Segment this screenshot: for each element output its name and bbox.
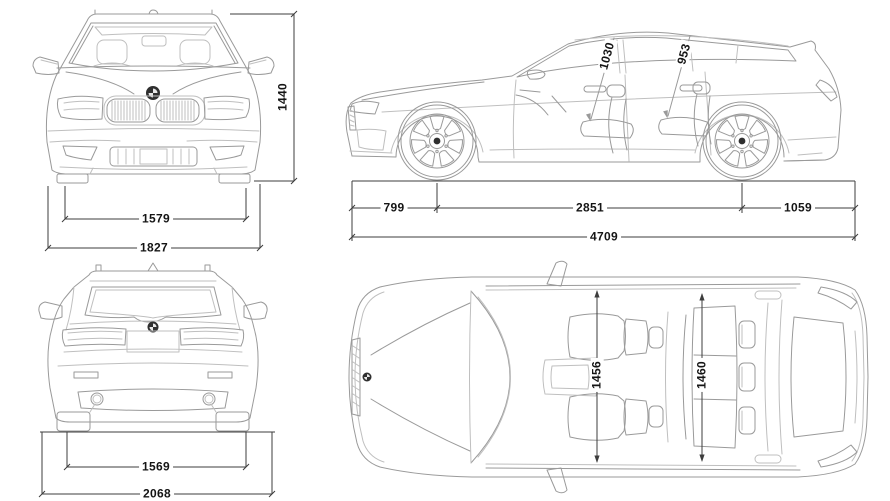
rear-door-handle <box>679 84 703 92</box>
dim-label-wheelbase: 2851 <box>573 202 607 215</box>
left-mirror <box>32 56 60 75</box>
antenna-fin <box>95 262 211 272</box>
dim-label-rear-overhang: 1059 <box>781 202 815 215</box>
dim-overall-height-line <box>230 13 295 182</box>
dim-label-front-overhang: 799 <box>380 202 408 215</box>
right-mirror <box>247 56 275 75</box>
bmw-roundel-icon <box>145 85 161 101</box>
rear-wheel <box>703 102 781 180</box>
left-headlight <box>56 95 104 121</box>
front-door-handle <box>583 85 607 93</box>
rear-bench-top <box>682 305 756 449</box>
rear-right-mirror <box>243 301 268 320</box>
dim-label-overall-width: 1827 <box>137 242 171 255</box>
dim-label-front-interior-width: 1456 <box>590 358 604 392</box>
kidney-grille <box>103 95 206 126</box>
license-plate-recess <box>126 330 180 353</box>
side-view-drawing <box>345 31 842 180</box>
rear-left-mirror <box>38 301 63 320</box>
dim-label-overall-length: 4709 <box>587 231 621 244</box>
top-left-mirror <box>546 260 568 287</box>
dim-label-width-incl-mirrors: 2068 <box>140 488 174 501</box>
exhaust-tips <box>90 392 216 406</box>
dim-label-rear-interior-width: 1460 <box>695 358 709 392</box>
rear-view-drawing <box>38 262 268 432</box>
top-view-dimensions <box>594 290 705 463</box>
right-headlight <box>203 95 251 121</box>
front-view-drawing <box>32 9 275 184</box>
interior-ghost-lines <box>515 81 712 154</box>
dimension-lines <box>38 10 859 498</box>
front-wheel <box>398 102 476 180</box>
front-seats-top <box>567 313 664 441</box>
dim-label-rear-track: 1569 <box>139 461 173 474</box>
dim-label-overall-height: 1440 <box>276 80 290 114</box>
side-mirror <box>526 69 546 80</box>
top-right-mirror <box>546 467 568 494</box>
dim-label-front-track: 1579 <box>139 213 173 226</box>
taillight <box>815 79 838 102</box>
front-bumper-intake <box>59 145 248 170</box>
rear-taillights <box>61 327 245 347</box>
top-view-drawing <box>348 260 869 494</box>
bmw-roundel-icon-top <box>362 372 372 382</box>
